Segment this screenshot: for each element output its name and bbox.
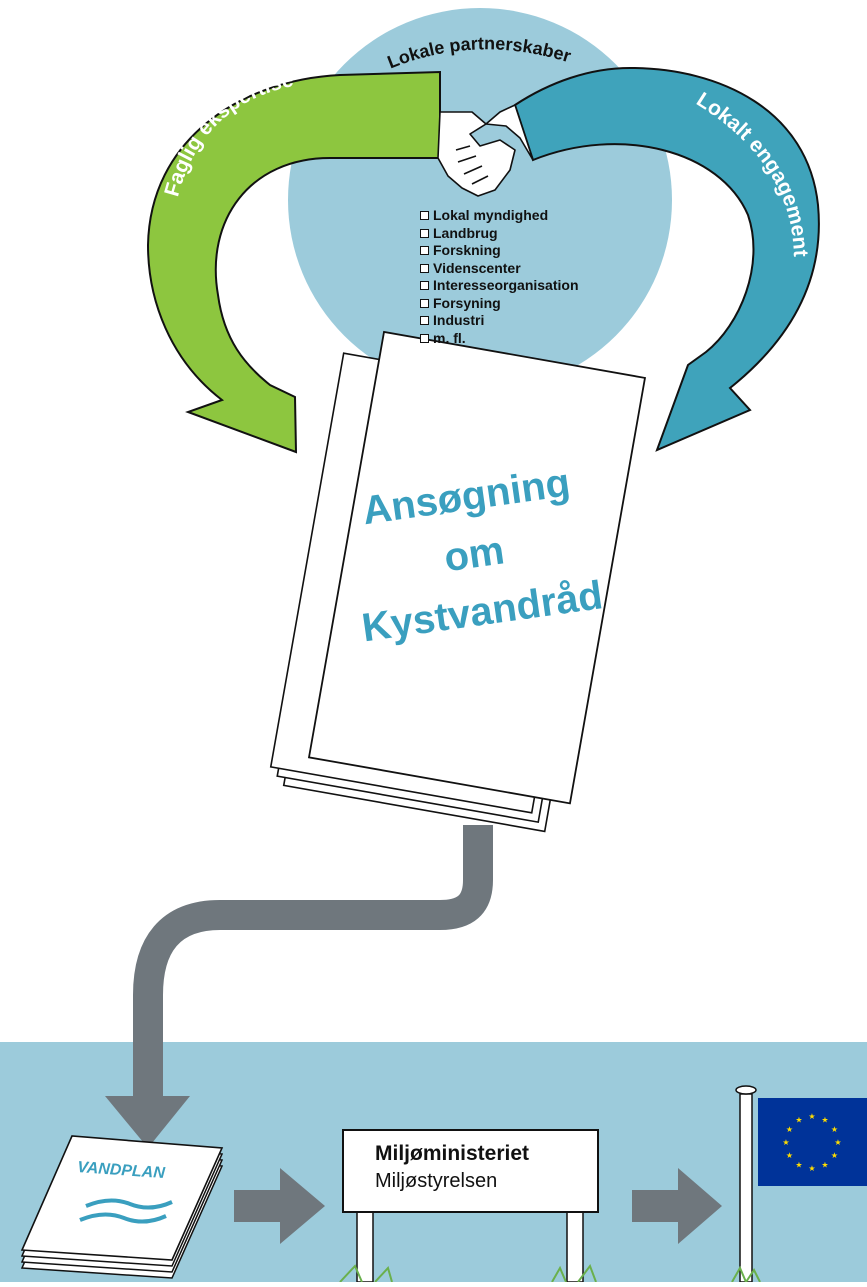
partner-item: Lokal myndighed (420, 207, 579, 225)
checkbox-icon (420, 211, 429, 221)
checkbox-icon (420, 246, 429, 256)
checkbox-icon (420, 316, 429, 326)
partner-item: Industri (420, 312, 579, 330)
eu-star-icon: ★ (786, 1151, 793, 1160)
eu-star-icon: ★ (808, 1112, 815, 1121)
checkbox-icon (420, 333, 429, 343)
eu-star-icon: ★ (821, 1115, 828, 1124)
application-line2: om (441, 528, 507, 580)
checkbox-icon (420, 281, 429, 291)
eu-star-icon: ★ (831, 1125, 838, 1134)
partner-item: Forsyning (420, 295, 579, 313)
handshake-icon (437, 104, 534, 197)
eu-stars-icon: ★★★★★★★★★★★★ (782, 1112, 841, 1173)
gray-connector (133, 825, 493, 1098)
application-document (269, 330, 647, 833)
partner-item: Interesseorganisation (420, 277, 579, 295)
vandplan-label: VANDPLAN (77, 1159, 166, 1182)
sign-title: Miljøministeriet (375, 1142, 530, 1165)
gray-arrow-2 (632, 1168, 722, 1244)
green-arrow (146, 70, 441, 454)
eu-star-icon: ★ (834, 1138, 841, 1147)
eu-star-icon: ★ (786, 1125, 793, 1134)
eu-star-icon: ★ (808, 1164, 815, 1173)
partner-list: Lokal myndighed Landbrug Forskning Viden… (420, 207, 579, 347)
vandplan-booklet: VANDPLAN (20, 1135, 224, 1279)
checkbox-icon (420, 228, 429, 238)
ministry-sign (339, 1129, 599, 1283)
sign-subtitle: Miljøstyrelsen (375, 1170, 498, 1192)
eu-star-icon: ★ (831, 1151, 838, 1160)
eu-star-icon: ★ (795, 1161, 802, 1170)
gray-arrow-1 (234, 1168, 325, 1244)
wave-icon (85, 1198, 173, 1210)
partner-item: Forskning (420, 242, 579, 260)
eu-star-icon: ★ (782, 1138, 789, 1147)
partner-item: Landbrug (420, 225, 579, 243)
gray-connector-head (105, 1096, 190, 1148)
checkbox-icon (420, 263, 429, 273)
partner-item: m. fl. (420, 330, 579, 348)
eu-flag (758, 1098, 867, 1186)
checkbox-icon (420, 298, 429, 308)
eu-star-icon: ★ (821, 1161, 828, 1170)
partner-item: Videnscenter (420, 260, 579, 278)
eu-flagpole: ★★★★★★★★★★★★ (731, 1085, 867, 1285)
blue-arrow (513, 66, 820, 452)
eu-star-icon: ★ (795, 1115, 802, 1124)
sign-text: Miljøministeriet Miljøstyrelsen (338, 1142, 606, 1193)
